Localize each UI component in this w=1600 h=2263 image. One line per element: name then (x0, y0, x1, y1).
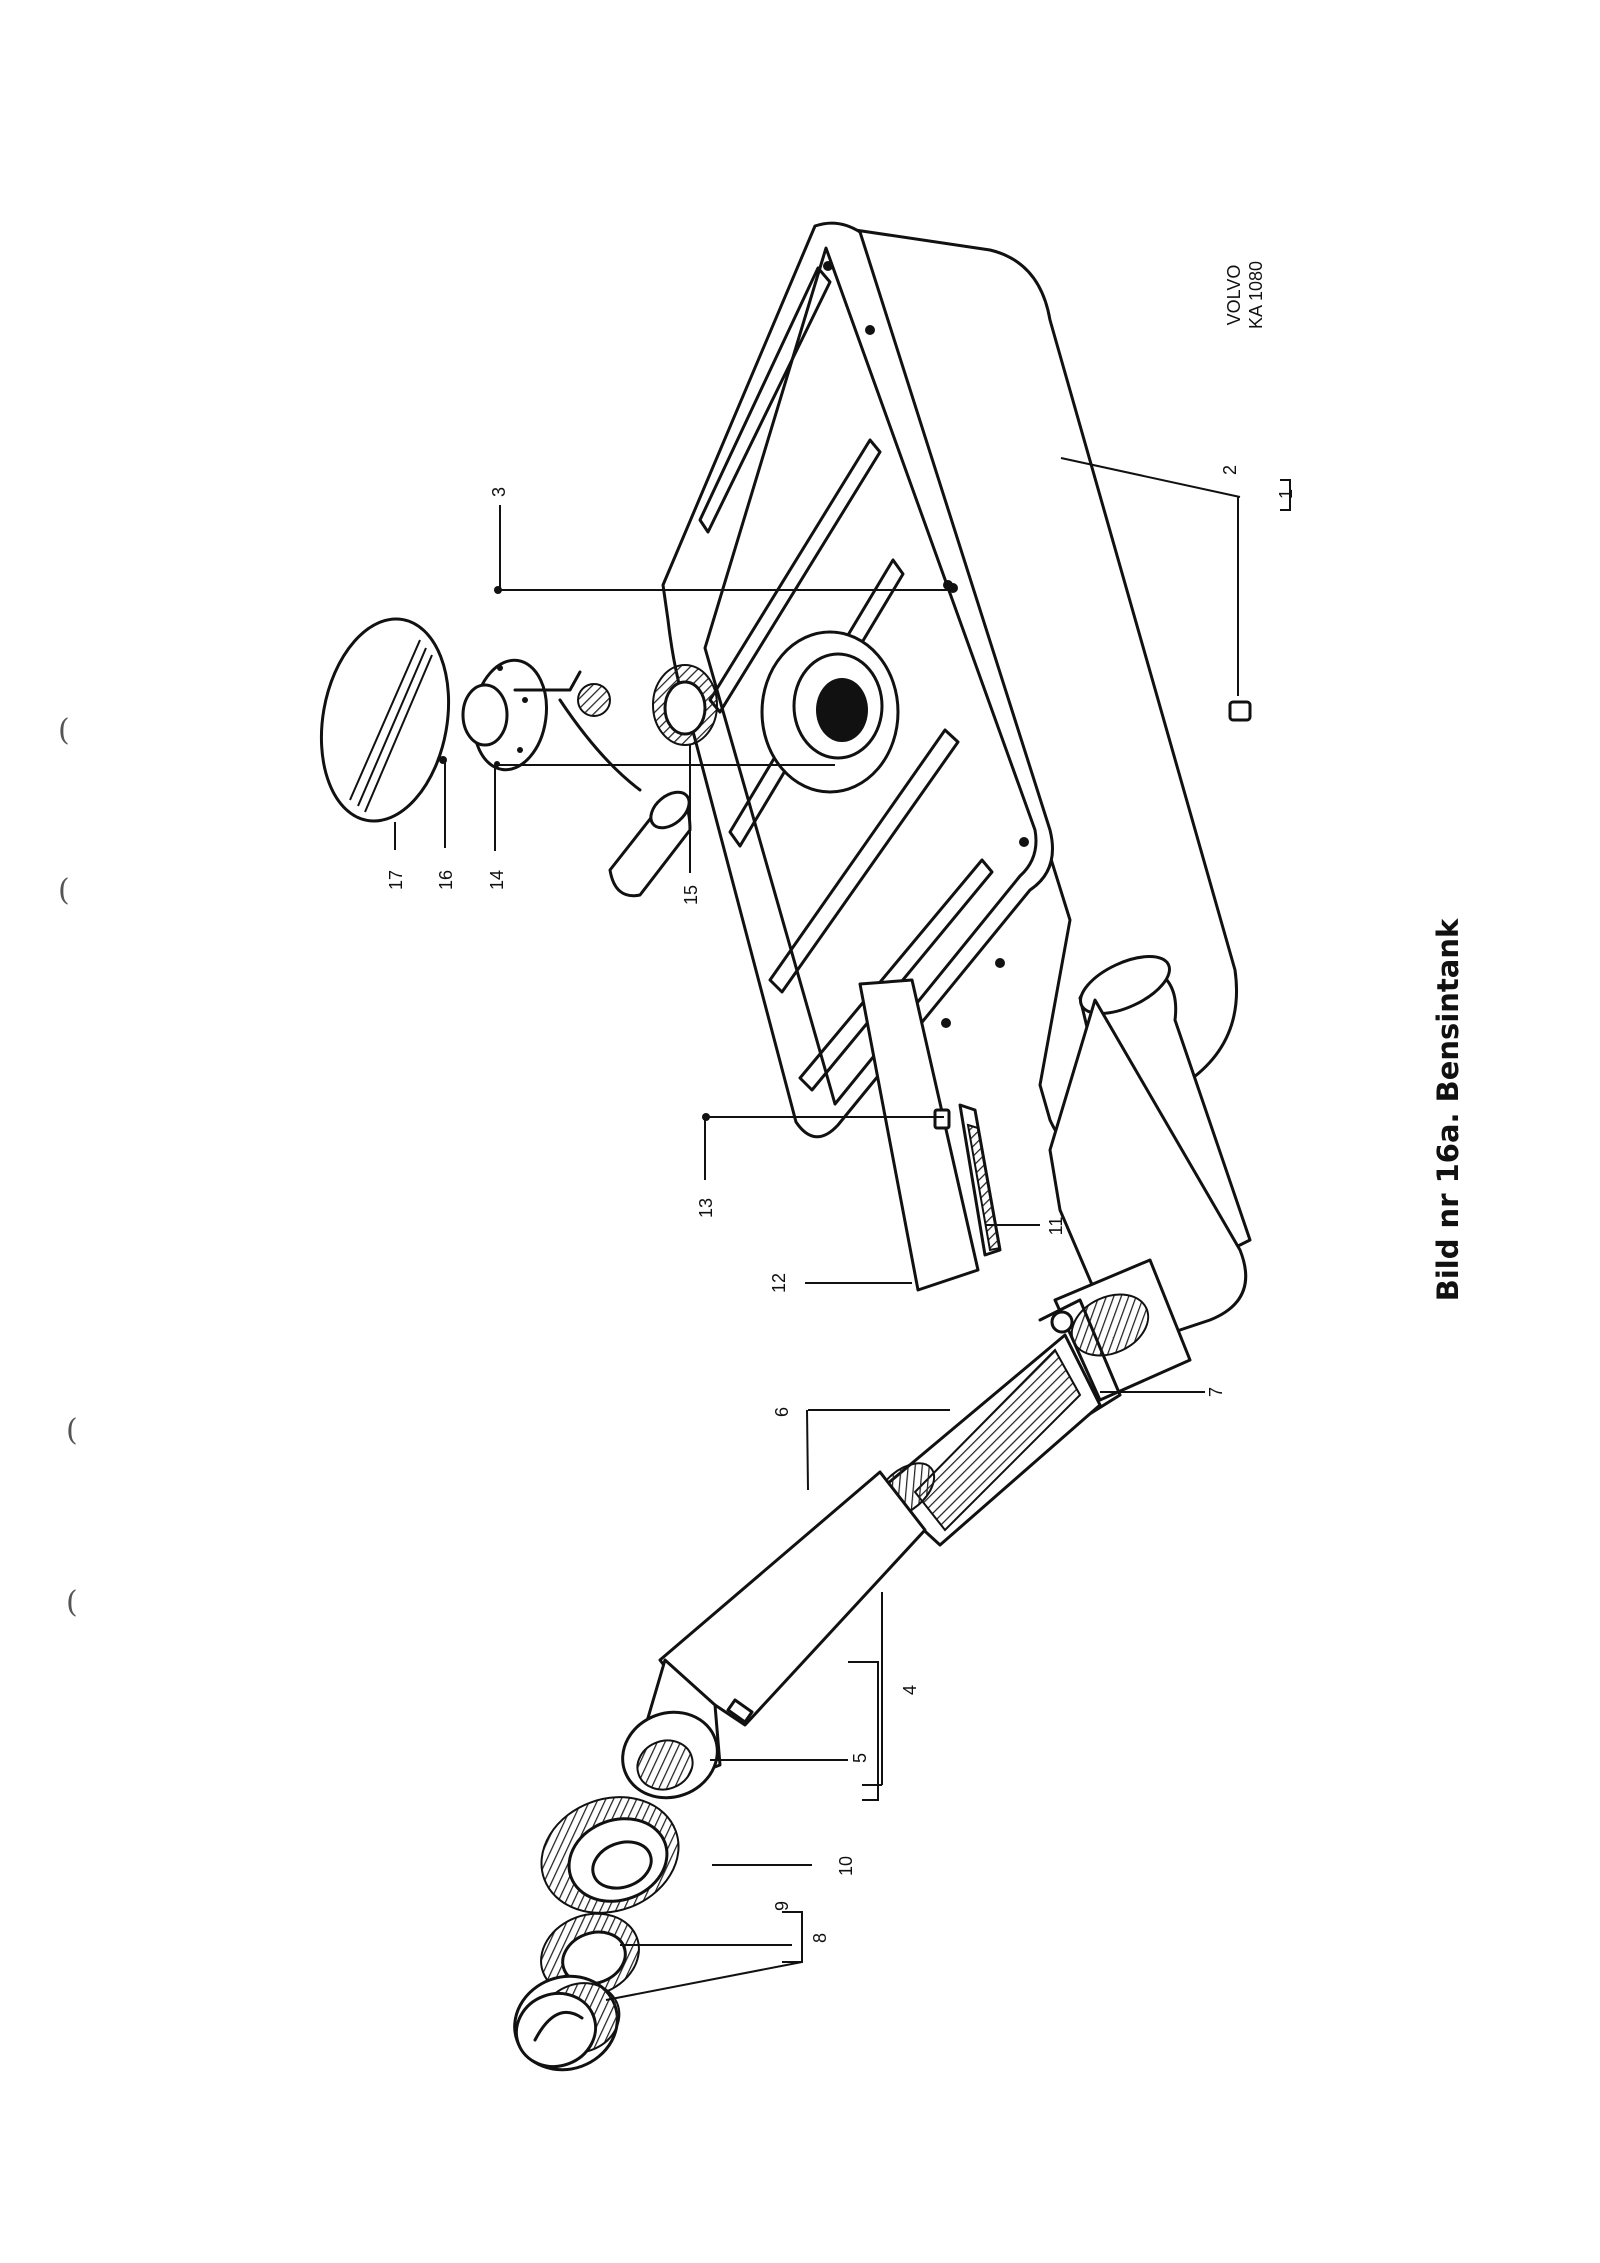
callout-13: 13 (696, 1198, 716, 1218)
heat-shield (858, 978, 1002, 1292)
callout-8: 8 (810, 1933, 830, 1943)
callout-5: 5 (850, 1753, 870, 1763)
callout-7: 7 (1206, 1387, 1226, 1397)
callout-9: 9 (772, 1901, 792, 1911)
flange-bolts (823, 261, 1029, 1028)
callout-10: 10 (836, 1856, 856, 1876)
callout-14: 14 (487, 870, 507, 890)
binder-mark: ( (66, 1585, 78, 1620)
leader-lines (394, 457, 1291, 2001)
callout-6: 6 (772, 1407, 792, 1417)
callout-1: 1 (1276, 489, 1296, 499)
callout-4: 4 (900, 1685, 920, 1695)
binder-mark: ( (66, 1413, 78, 1448)
callouts: 1 2 3 4 5 6 7 8 9 10 11 12 13 14 15 16 1… (386, 465, 1296, 1943)
callout-12: 12 (769, 1273, 789, 1293)
drawing-code: KA 1080 (1246, 261, 1266, 329)
brand-label: VOLVO (1224, 265, 1244, 326)
callout-17: 17 (386, 870, 406, 890)
filler-cap-assembly (513, 1796, 680, 2072)
binder-marks: ( ( ( ( (58, 713, 78, 1620)
callout-2: 2 (1220, 465, 1240, 475)
binder-mark: ( (58, 873, 70, 908)
binder-mark: ( (58, 713, 70, 748)
callout-16: 16 (436, 870, 456, 890)
callout-11: 11 (1046, 1217, 1066, 1236)
callout-3: 3 (489, 487, 509, 497)
sender-unit (319, 586, 718, 1121)
figure-caption: Bild nr 16a. Bensintank (1431, 918, 1465, 1301)
filler-pipe (621, 998, 1248, 1800)
callout-15: 15 (681, 885, 701, 905)
